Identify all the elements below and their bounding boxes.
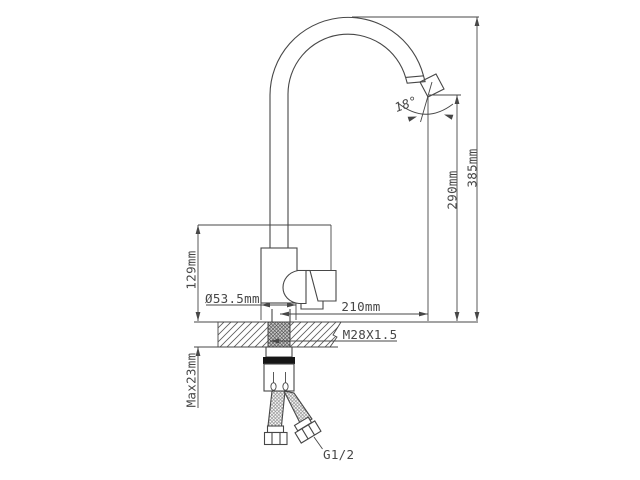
- hose-collar-left: [266, 425, 285, 434]
- handle-projection-lines: [198, 224, 332, 271]
- faucet-outline: [198, 16, 445, 322]
- spout-reach-label: 210mm: [341, 299, 380, 314]
- mounting-nut: [263, 363, 295, 392]
- hose-connection-label: G1/2: [323, 447, 354, 462]
- mount-thread-label: M28X1.5: [343, 327, 398, 342]
- handle-cap: [282, 269, 307, 305]
- spout-angle-label: 18°: [392, 93, 419, 115]
- total-height-label: 385mm: [464, 148, 479, 187]
- dimension-lines: [197, 16, 479, 408]
- spout-outer-curve: [269, 16, 425, 248]
- base-diameter-label: Ø53.5mm: [205, 291, 260, 306]
- aerator-tip: [419, 73, 445, 98]
- spout-end-cap: [404, 75, 426, 84]
- spout-inner-curve: [287, 33, 407, 248]
- dimension-arrowheads: [195, 17, 480, 356]
- rubber-washer: [263, 357, 295, 364]
- supply-hose-right: [283, 390, 313, 427]
- supply-hose-left: [267, 390, 286, 427]
- outlet-height-label: 290mm: [444, 170, 459, 209]
- hose-hex-nut-right: [294, 420, 322, 444]
- hose-hex-nut-left: [263, 431, 288, 446]
- handle-lever: [309, 269, 337, 302]
- body-height-label: 129mm: [183, 250, 198, 289]
- g12-leader-line: [313, 436, 323, 450]
- under-counter-hardware: [263, 346, 323, 450]
- max-counter-thickness-label: Max23mm: [183, 353, 198, 408]
- countertop-section: [194, 321, 478, 348]
- shank-nut: [265, 346, 293, 358]
- mounting-studs: [270, 372, 289, 391]
